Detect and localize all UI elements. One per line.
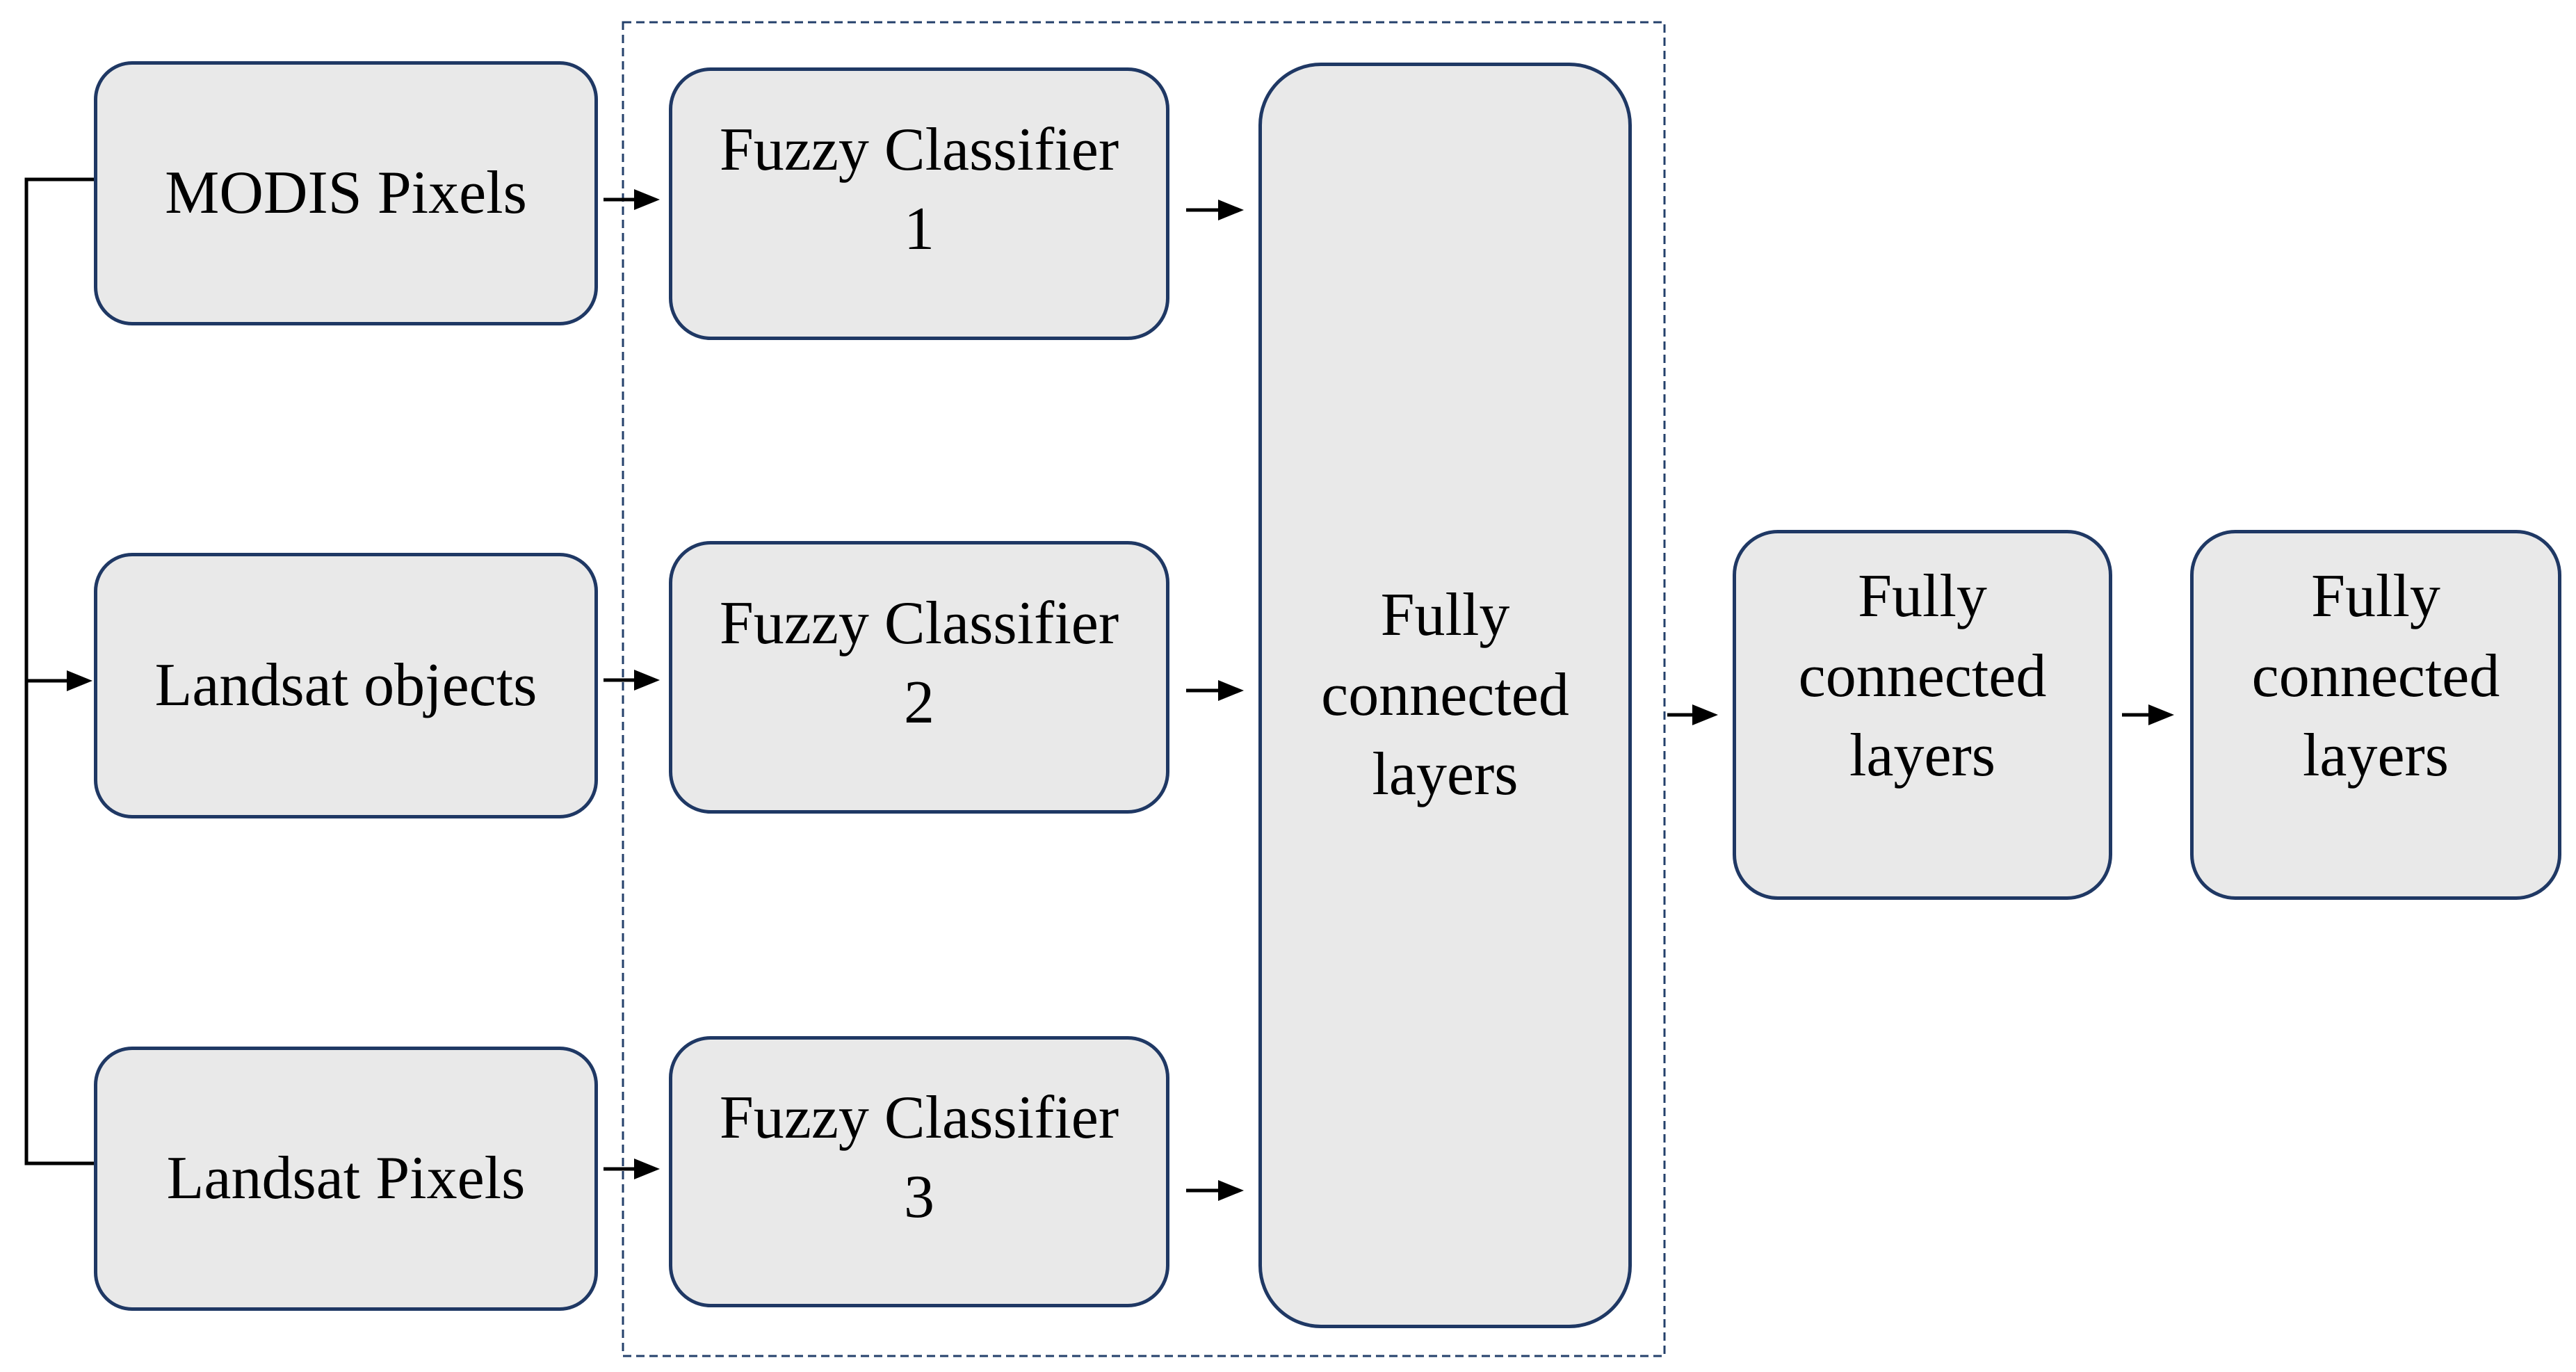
arrowhead-pixels-to-fuzzy3 (634, 1159, 660, 1179)
arrowhead-fuzzy2-to-fc (1218, 680, 1244, 701)
arrowhead-fc-to-fc2 (1692, 704, 1718, 725)
node-fully-connected-main: Fully connected layers (1258, 63, 1632, 1328)
node-fuzzy-classifier-3-label: Fuzzy Classifier 3 (719, 1083, 1119, 1231)
node-modis-pixels-label: MODIS Pixels (165, 159, 527, 227)
arrowhead-modis-to-fuzzy1 (634, 189, 660, 210)
node-fuzzy-classifier-3: Fuzzy Classifier 3 (669, 1036, 1169, 1307)
node-fully-connected-2: Fully connected layers (1733, 530, 2112, 900)
node-landsat-objects-label: Landsat objects (154, 651, 537, 719)
node-fuzzy-classifier-1-label: Fuzzy Classifier 1 (719, 115, 1119, 263)
node-modis-pixels: MODIS Pixels (94, 61, 598, 325)
node-fuzzy-classifier-1: Fuzzy Classifier 1 (669, 67, 1169, 340)
arrowhead-fc2-to-fc3 (2148, 704, 2174, 725)
arrowhead-fuzzy1-to-fc (1218, 200, 1244, 220)
node-landsat-pixels: Landsat Pixels (94, 1047, 598, 1311)
node-fully-connected-main-label: Fully connected layers (1321, 581, 1569, 809)
node-landsat-pixels-label: Landsat Pixels (166, 1144, 526, 1212)
bracket-connector (24, 177, 94, 1165)
node-fuzzy-classifier-2-label: Fuzzy Classifier 2 (719, 589, 1119, 736)
arrowhead-fuzzy3-to-fc (1218, 1180, 1244, 1201)
node-fully-connected-3: Fully connected layers (2190, 530, 2561, 900)
node-fully-connected-2-label: Fully connected layers (1798, 563, 2047, 790)
arrowhead-objects-to-fuzzy2 (634, 670, 660, 691)
bracket-arrowhead (67, 670, 92, 691)
fuzzy-group-dashed-border (622, 21, 1666, 1357)
node-fully-connected-3-label: Fully connected layers (2251, 563, 2500, 790)
node-fuzzy-classifier-2: Fuzzy Classifier 2 (669, 541, 1169, 814)
node-landsat-objects: Landsat objects (94, 553, 598, 818)
